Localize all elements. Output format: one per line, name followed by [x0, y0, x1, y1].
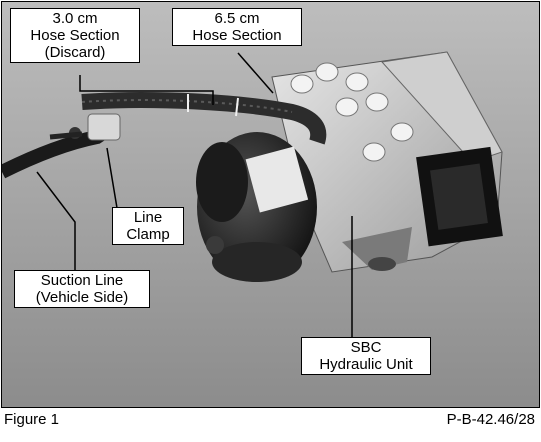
callout-hose-6-5cm: 6.5 cm Hose Section [172, 8, 302, 46]
callout-line-clamp: Line Clamp [112, 207, 184, 245]
figure-caption: Figure 1 [4, 411, 60, 428]
callout-hose-3cm: 3.0 cm Hose Section (Discard) [10, 8, 140, 63]
figure-reference: P-B-42.46/28 [446, 411, 535, 428]
callout-suction-line: Suction Line (Vehicle Side) [14, 270, 150, 308]
photo-illustration [2, 2, 539, 407]
hydraulic-unit-photo: 3.0 cm Hose Section (Discard) 6.5 cm Hos… [1, 1, 540, 408]
callout-sbc-unit: SBC Hydraulic Unit [301, 337, 431, 375]
